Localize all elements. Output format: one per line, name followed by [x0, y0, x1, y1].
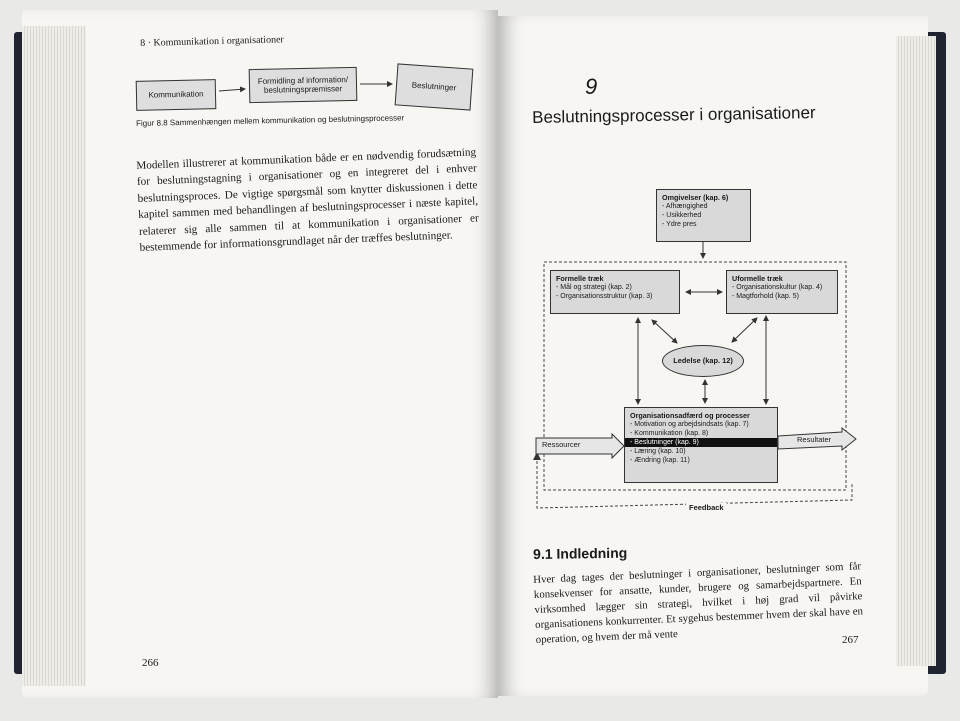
omgivelser-title: Omgivelser (kap. 6) — [662, 193, 729, 202]
feedback-loop — [536, 456, 853, 509]
adfaerd-title: Organisationsadfærd og processer — [630, 411, 750, 420]
ressourcer-arrow — [535, 432, 625, 460]
arrow-1 — [218, 86, 246, 93]
label-feedback: Feedback — [686, 503, 727, 512]
formelle-item: - Mål og strategi (kap. 2) — [556, 284, 632, 291]
omgivelser-item: - Ydre pres — [662, 221, 697, 228]
box-omgivelser: Omgivelser (kap. 6) - Afhængighed - Usik… — [656, 189, 751, 242]
chapter-number: 9 — [585, 74, 598, 99]
right-page-edges — [896, 36, 936, 666]
uformelle-title: Uformelle træk — [732, 274, 783, 283]
omgivelser-item: - Usikkerhed — [662, 212, 702, 219]
left-page-number: 266 — [142, 657, 159, 669]
box-formelle-traek: Formelle træk - Mål og strategi (kap. 2)… — [550, 270, 680, 314]
section-heading: 9.1 Indledning — [533, 544, 628, 562]
adfaerd-item: - Kommunikation (kap. 8) — [630, 430, 709, 437]
resultater-arrow — [777, 426, 857, 452]
ellipse-ledelse: Ledelse (kap. 12) — [662, 345, 744, 377]
box-organisationsadfaerd: Organisationsadfærd og processer - Motiv… — [624, 407, 778, 483]
label-resultater: Resultater — [797, 435, 832, 444]
dashed-boundary — [543, 261, 847, 491]
right-page-number: 267 — [842, 634, 859, 646]
right-paragraph: Hver dag tages der beslutninger i organi… — [533, 560, 864, 646]
arrow-ledelse-formelle — [651, 319, 678, 344]
adfaerd-item-highlighted: - Beslutninger (kap. 9) — [625, 438, 777, 447]
adfaerd-item: - Motivation og arbejdsindsats (kap. 7) — [630, 421, 749, 428]
formelle-title: Formelle træk — [556, 274, 604, 283]
omgivelser-item: - Afhængighed — [662, 203, 708, 210]
adfaerd-item: - Ændring (kap. 11) — [630, 457, 690, 464]
label-ressourcer: Ressourcer — [542, 440, 581, 449]
uformelle-item: - Organisationskultur (kap. 4) — [732, 284, 823, 291]
arrow-ledelse-uformelle — [731, 317, 758, 343]
uformelle-item: - Magtforhold (kap. 5) — [732, 293, 799, 300]
left-page — [22, 10, 498, 698]
formelle-item: - Organisationsstruktur (kap. 3) — [556, 293, 653, 300]
right-body-text: Hver dag tages der beslutninger i organi… — [533, 559, 864, 648]
left-page-edges — [22, 26, 86, 686]
adfaerd-item: - Læring (kap. 10) — [630, 448, 686, 455]
feedback-arrowhead — [533, 452, 541, 460]
box-uformelle-traek: Uformelle træk - Organisationskultur (ka… — [726, 270, 838, 314]
